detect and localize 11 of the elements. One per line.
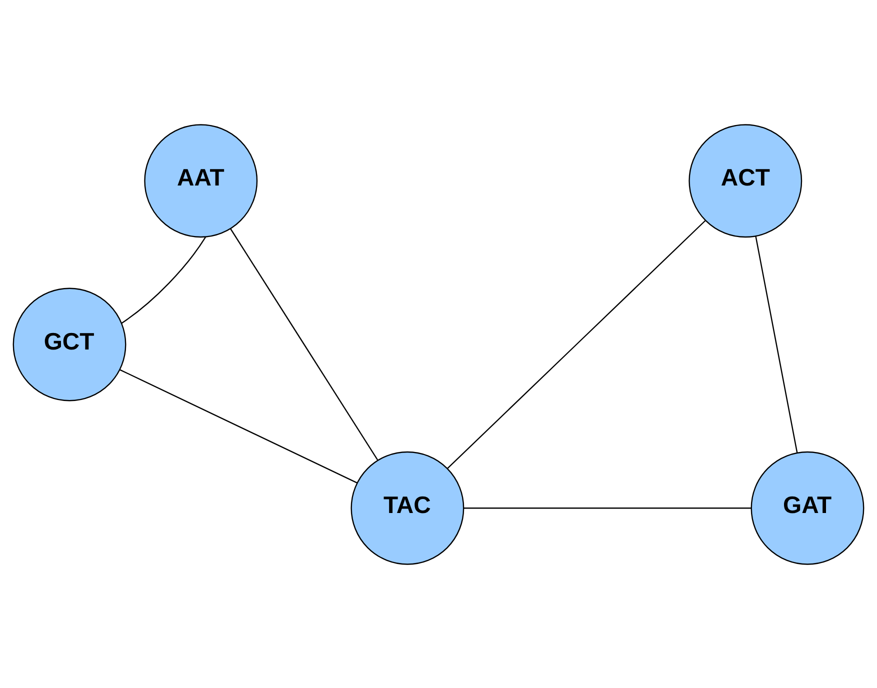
node-circle: GAT xyxy=(750,450,864,564)
node-circle: AAT xyxy=(144,124,258,238)
connector xyxy=(464,507,752,508)
connector xyxy=(230,228,378,460)
connector xyxy=(447,220,706,468)
connector xyxy=(121,236,206,324)
connector xyxy=(755,235,798,452)
connector xyxy=(119,368,358,483)
node-circle: TAC xyxy=(350,450,464,564)
node-circle: ACT xyxy=(688,124,802,238)
node-circle: GCT xyxy=(12,287,126,401)
